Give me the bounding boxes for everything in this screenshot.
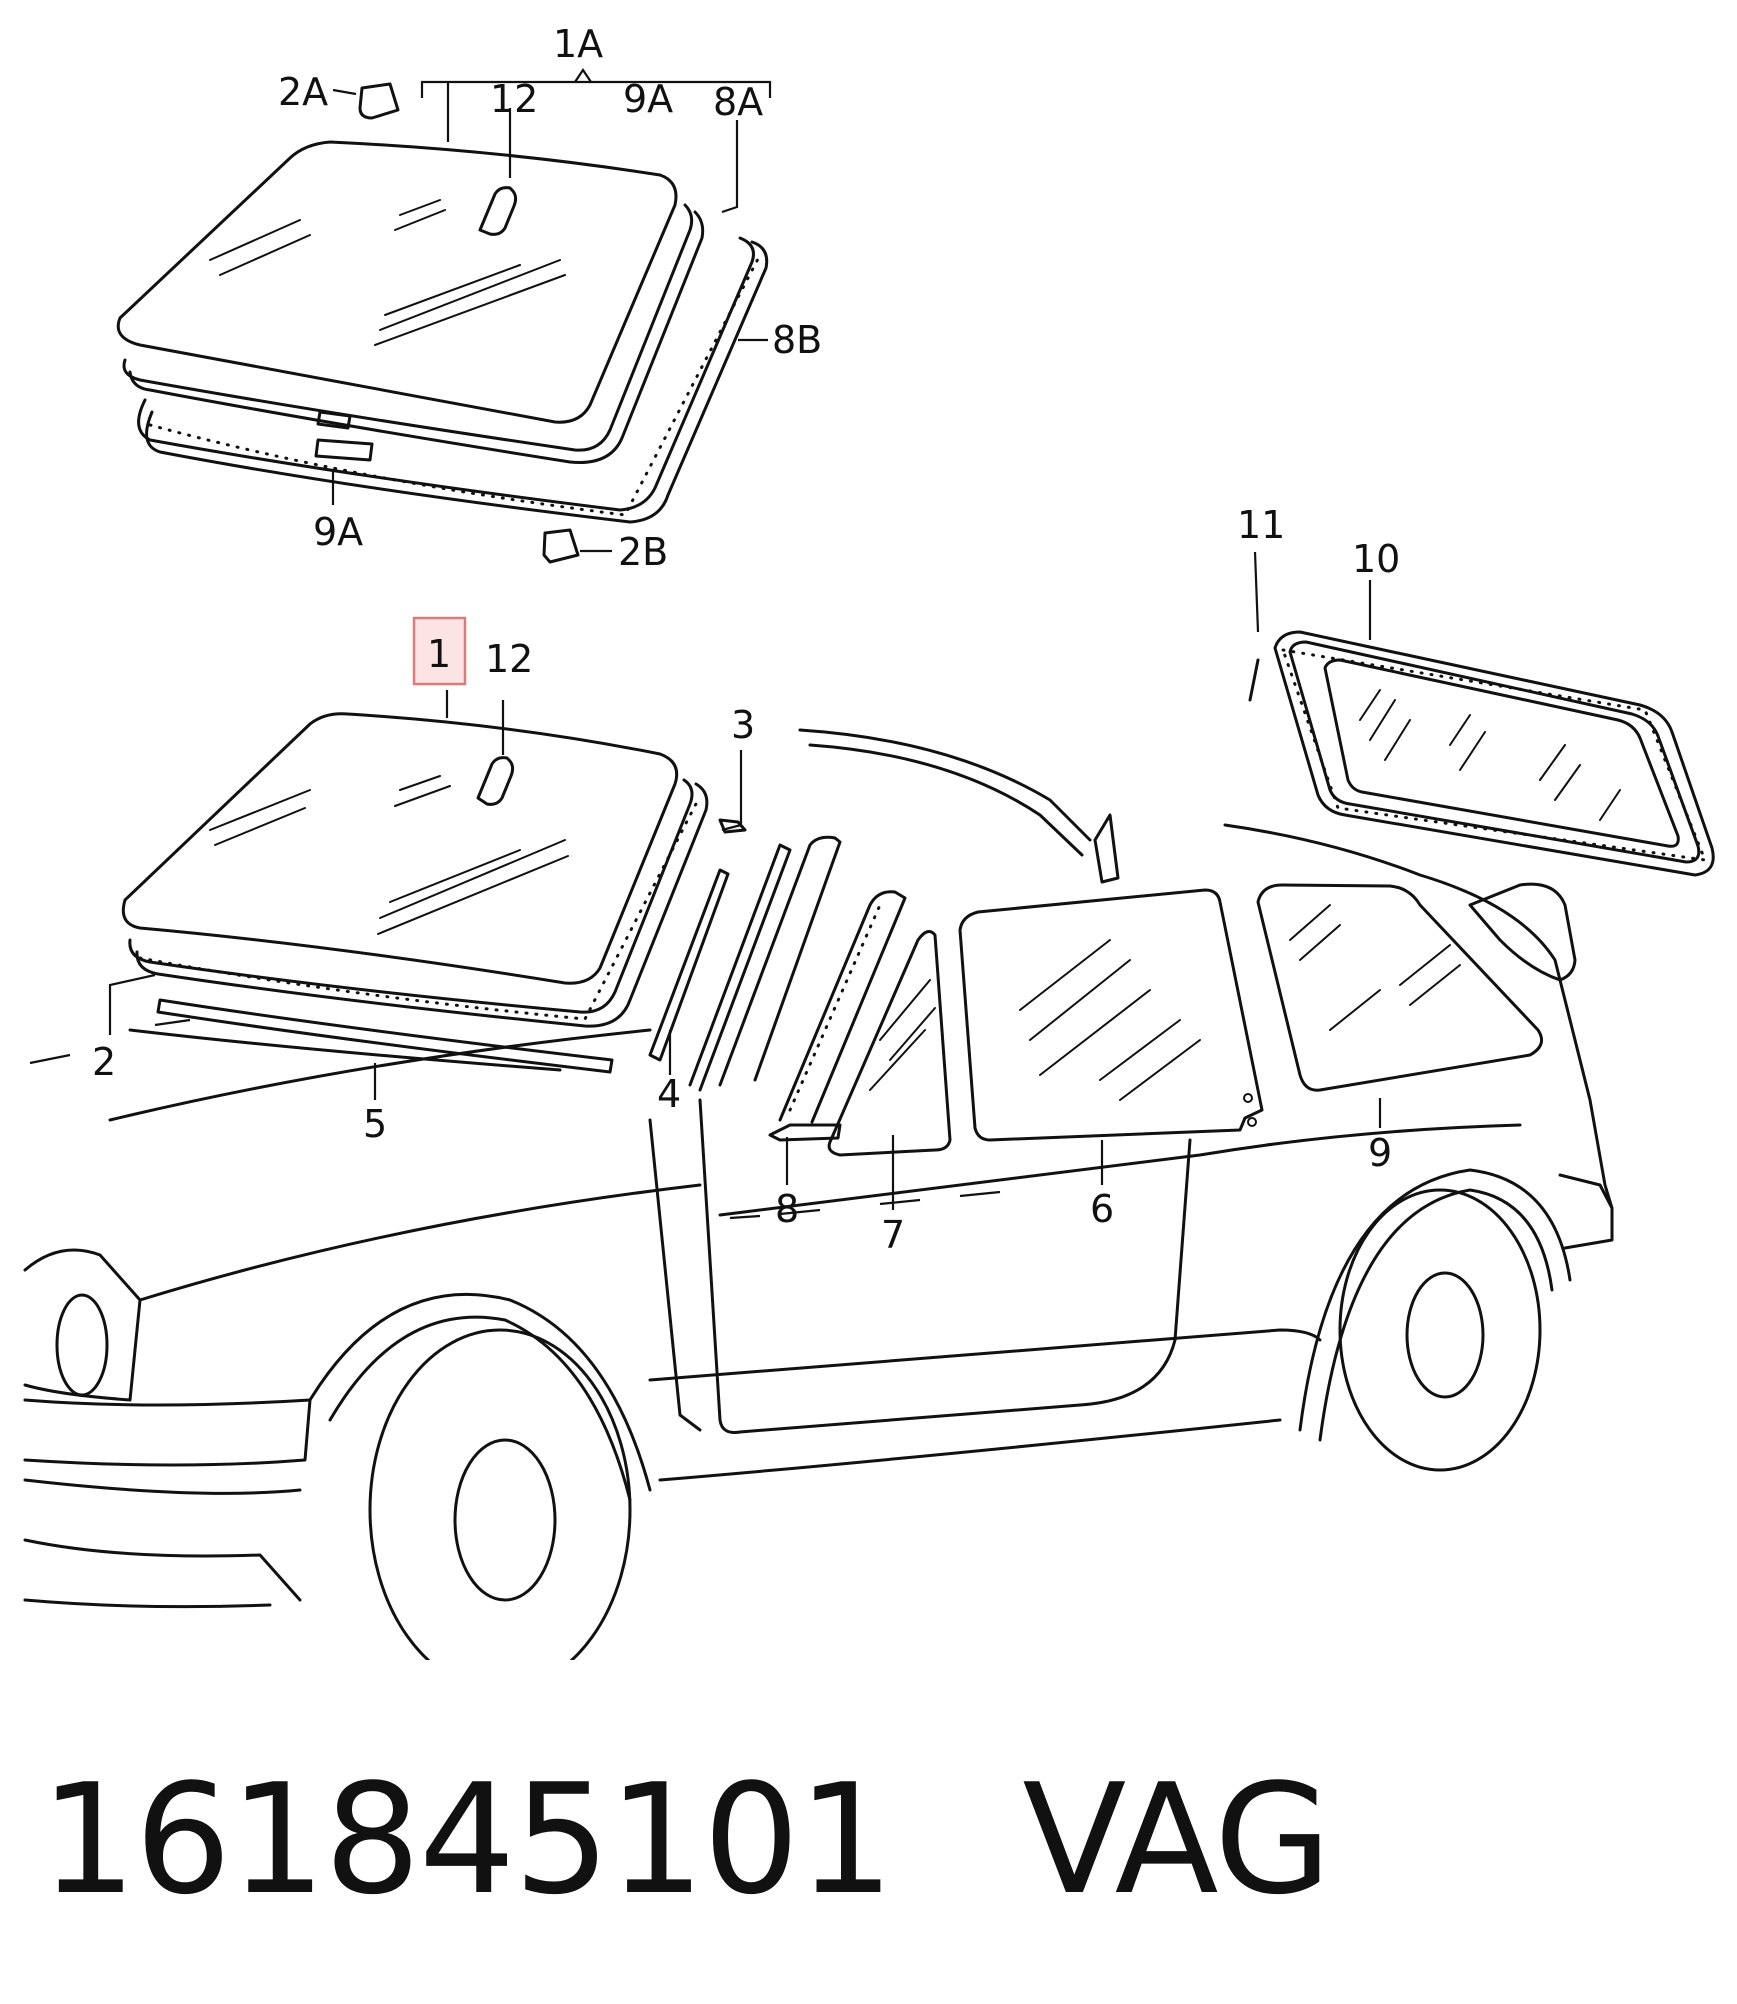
callout-8: 8 bbox=[775, 1187, 799, 1231]
callout-1-highlight bbox=[412, 616, 467, 686]
callout-8A: 8A bbox=[713, 80, 763, 124]
callout-labels: 1A 2A 12 9A 8A 8B 9A 2B 11 10 1 12 3 2 5… bbox=[92, 22, 1400, 1257]
callout-7: 7 bbox=[881, 1213, 905, 1257]
callout-9A-top: 9A bbox=[623, 77, 673, 121]
callout-2A: 2A bbox=[278, 70, 328, 114]
callout-3: 3 bbox=[731, 703, 755, 747]
callout-9A-bottom: 9A bbox=[313, 510, 363, 554]
callout-6: 6 bbox=[1090, 1187, 1114, 1231]
callout-1: 1 bbox=[427, 632, 451, 676]
rear-window-assembly bbox=[1248, 630, 1715, 877]
parts-diagram: 1A 2A 12 9A 8A 8B 9A 2B 11 10 1 12 3 2 5… bbox=[23, 22, 1715, 1660]
brand-name: VAG bbox=[1022, 1751, 1331, 1928]
callout-10: 10 bbox=[1352, 537, 1400, 581]
callout-12: 12 bbox=[485, 637, 533, 681]
callout-1A: 1A bbox=[553, 22, 603, 66]
callout-4: 4 bbox=[657, 1072, 681, 1116]
car-body-outline bbox=[23, 712, 1614, 1660]
callout-5: 5 bbox=[363, 1102, 387, 1146]
windshield-assembly-exploded bbox=[116, 68, 772, 564]
callout-2B: 2B bbox=[618, 530, 668, 574]
callout-8B: 8B bbox=[772, 318, 822, 362]
callout-12-top: 12 bbox=[490, 77, 538, 121]
callout-9: 9 bbox=[1368, 1131, 1392, 1175]
callout-leaders bbox=[29, 551, 1382, 1210]
part-number: 161845101 bbox=[40, 1751, 894, 1928]
callout-11: 11 bbox=[1237, 503, 1285, 547]
callout-2: 2 bbox=[92, 1040, 116, 1084]
